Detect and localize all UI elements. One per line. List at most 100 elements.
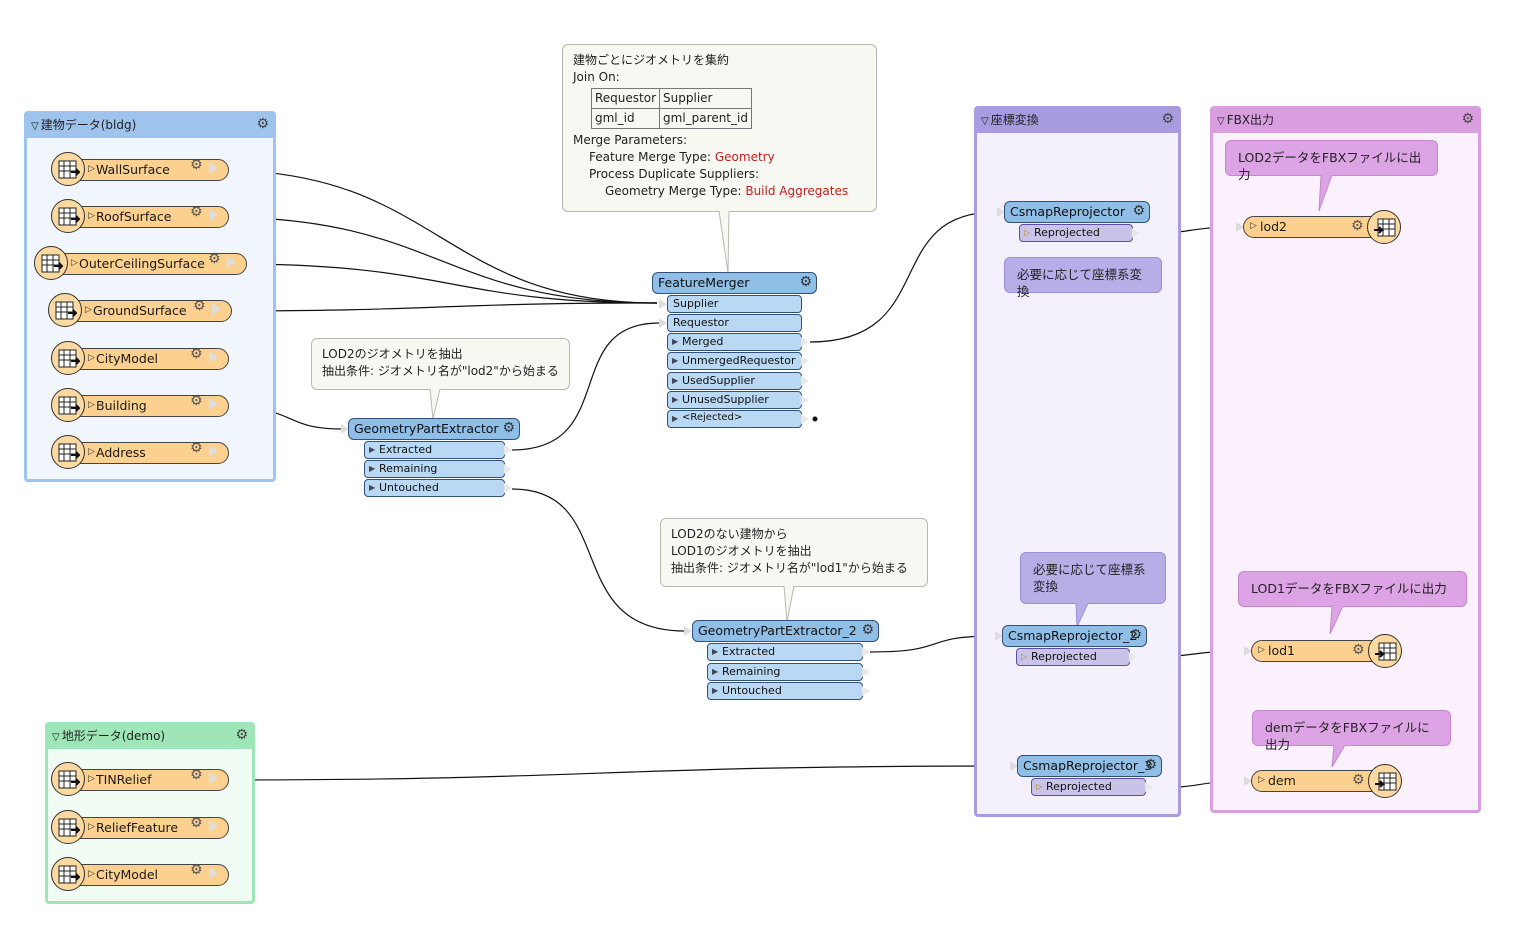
output-port-remaining[interactable]: ▶Remaining (364, 460, 505, 478)
output-port-arrow[interactable] (801, 337, 809, 347)
output-port-arrow[interactable] (801, 414, 809, 424)
output-port-untouched[interactable]: ▶Untouched (364, 479, 505, 497)
output-port-arrow[interactable] (801, 395, 809, 405)
output-port-arrow[interactable] (504, 483, 512, 493)
csmap-reprojector-2-transformer[interactable]: CsmapReprojector_2 ⚙ (1002, 625, 1147, 647)
input-port-arrow[interactable] (1010, 761, 1018, 771)
output-port-unmerged-requestor[interactable]: ▶UnmergedRequestor (667, 352, 802, 370)
input-port-requestor[interactable]: Requestor (667, 314, 802, 332)
output-port-rejected[interactable]: ▶<Rejected> (667, 410, 802, 428)
gear-icon[interactable]: ⚙ (190, 767, 203, 783)
output-port-arrow[interactable] (1132, 228, 1140, 238)
output-port-arrow[interactable] (209, 351, 218, 363)
gear-icon[interactable]: ⚙ (1144, 757, 1157, 773)
annotation-reproject-2[interactable]: 必要に応じて座標系変換 (1020, 552, 1166, 604)
output-port-arrow[interactable] (209, 398, 218, 410)
output-port-arrow[interactable] (209, 820, 218, 832)
gear-icon[interactable]: ⚙ (193, 298, 206, 314)
geometry-part-extractor-2-transformer[interactable]: GeometryPartExtractor_2 ⚙ (692, 620, 879, 642)
input-port-arrow[interactable] (995, 631, 1003, 641)
reader-label: Address (96, 445, 146, 460)
output-port-unused-supplier[interactable]: ▶UnusedSupplier (667, 391, 802, 409)
output-port-arrow[interactable] (209, 867, 218, 879)
output-port-arrow[interactable] (504, 445, 512, 455)
output-port-arrow[interactable] (801, 376, 809, 386)
gear-icon[interactable]: ⚙ (190, 862, 203, 878)
input-port-arrow[interactable] (684, 626, 692, 636)
output-port-remaining[interactable]: ▶Remaining (707, 663, 863, 681)
annotation-fbx-lod1[interactable]: LOD1データをFBXファイルに出力 (1238, 571, 1467, 607)
output-port-extracted[interactable]: ▶Extracted (364, 441, 505, 459)
csmap-reprojector-transformer[interactable]: CsmapReprojector ⚙ (1004, 201, 1150, 223)
gear-icon[interactable]: ⚙ (1461, 111, 1474, 127)
output-port-arrow[interactable] (227, 256, 236, 268)
gear-icon[interactable]: ⚙ (1132, 203, 1145, 219)
output-port-reprojected[interactable]: ▷Reprojected (1019, 224, 1133, 242)
annotation-fbx-dem[interactable]: demデータをFBXファイルに出力 (1252, 710, 1451, 752)
annotation-gpe2[interactable]: LOD2のない建物から LOD1のジオメトリを抽出 抽出条件: ジオメトリ名が"… (660, 518, 928, 587)
bookmark-demo-header[interactable]: ▽地形データ(demo) (48, 725, 252, 749)
output-port-arrow[interactable] (1129, 652, 1137, 662)
csmap-reprojector-3-transformer[interactable]: CsmapReprojector_3 ⚙ (1017, 755, 1162, 777)
gear-icon[interactable]: ⚙ (190, 815, 203, 831)
bookmark-reproject-header[interactable]: ▽座標変換 (977, 109, 1178, 133)
writer-feature-type[interactable]: ▷lod2 ⚙ (1236, 210, 1406, 244)
gear-icon[interactable]: ⚙ (208, 251, 221, 267)
input-port-supplier[interactable]: Supplier (667, 295, 802, 313)
annotation-reproject-1[interactable]: 必要に応じて座標系変換 (1004, 257, 1162, 299)
input-port-arrow[interactable] (1244, 646, 1252, 656)
gear-icon[interactable]: ⚙ (256, 116, 269, 132)
output-port-reprojected[interactable]: ▷Reprojected (1016, 648, 1130, 666)
output-port-used-supplier[interactable]: ▶UsedSupplier (667, 372, 802, 390)
collapse-triangle-icon[interactable]: ▽ (981, 116, 989, 127)
output-port-merged[interactable]: ▶Merged (667, 333, 802, 351)
gear-icon[interactable]: ⚙ (1352, 772, 1365, 788)
gear-icon[interactable]: ⚙ (502, 420, 515, 436)
output-port-extracted[interactable]: ▶Extracted (707, 643, 863, 661)
gear-icon[interactable]: ⚙ (861, 622, 874, 638)
input-port-arrow[interactable] (997, 207, 1005, 217)
bookmark-bldg-header[interactable]: ▽建物データ(bldg) (27, 114, 273, 138)
output-port-arrow[interactable] (862, 686, 870, 696)
writer-feature-type[interactable]: ▷lod1 ⚙ (1244, 634, 1409, 668)
output-port-arrow[interactable] (862, 647, 870, 657)
output-port-arrow[interactable] (862, 667, 870, 677)
output-port-arrow[interactable] (209, 162, 218, 174)
input-port-arrow[interactable] (341, 424, 349, 434)
input-port-arrow[interactable] (659, 318, 667, 328)
annotation-fbx-lod2[interactable]: LOD2データをFBXファイルに出力 (1225, 140, 1438, 182)
gear-icon[interactable]: ⚙ (1352, 642, 1365, 658)
annotation-gpe1[interactable]: LOD2のジオメトリを抽出 抽出条件: ジオメトリ名が"lod2"から始まる (311, 338, 570, 390)
gear-icon[interactable]: ⚙ (1161, 111, 1174, 127)
output-port-reprojected[interactable]: ▷Reprojected (1031, 778, 1146, 796)
output-port-arrow[interactable] (1145, 782, 1153, 792)
output-port-untouched[interactable]: ▶Untouched (707, 682, 863, 700)
gear-icon[interactable]: ⚙ (190, 346, 203, 362)
output-port-arrow[interactable] (212, 303, 221, 315)
geometry-part-extractor-transformer[interactable]: GeometryPartExtractor ⚙ (348, 418, 520, 440)
output-port-arrow[interactable] (209, 772, 218, 784)
output-port-arrow[interactable] (504, 464, 512, 474)
bookmark-fbx-header[interactable]: ▽FBX出力 (1213, 109, 1478, 133)
input-port-arrow[interactable] (1244, 776, 1252, 786)
note-pointer (1331, 745, 1346, 767)
writer-feature-type[interactable]: ▷dem ⚙ (1244, 764, 1409, 798)
gear-icon[interactable]: ⚙ (235, 727, 248, 743)
collapse-triangle-icon[interactable]: ▽ (52, 732, 60, 743)
output-port-arrow[interactable] (209, 445, 218, 457)
output-port-arrow[interactable] (209, 209, 218, 221)
feature-merger-transformer[interactable]: FeatureMerger ⚙ (652, 272, 817, 294)
collapse-triangle-icon[interactable]: ▽ (31, 121, 39, 132)
gear-icon[interactable]: ⚙ (190, 204, 203, 220)
input-port-arrow[interactable] (1236, 222, 1244, 232)
gear-icon[interactable]: ⚙ (799, 274, 812, 290)
input-port-arrow[interactable] (659, 299, 667, 309)
gear-icon[interactable]: ⚙ (190, 157, 203, 173)
gear-icon[interactable]: ⚙ (1351, 218, 1364, 234)
gear-icon[interactable]: ⚙ (190, 440, 203, 456)
gear-icon[interactable]: ⚙ (1129, 627, 1142, 643)
gear-icon[interactable]: ⚙ (190, 393, 203, 409)
output-port-arrow[interactable] (801, 356, 809, 366)
collapse-triangle-icon[interactable]: ▽ (1217, 116, 1225, 127)
